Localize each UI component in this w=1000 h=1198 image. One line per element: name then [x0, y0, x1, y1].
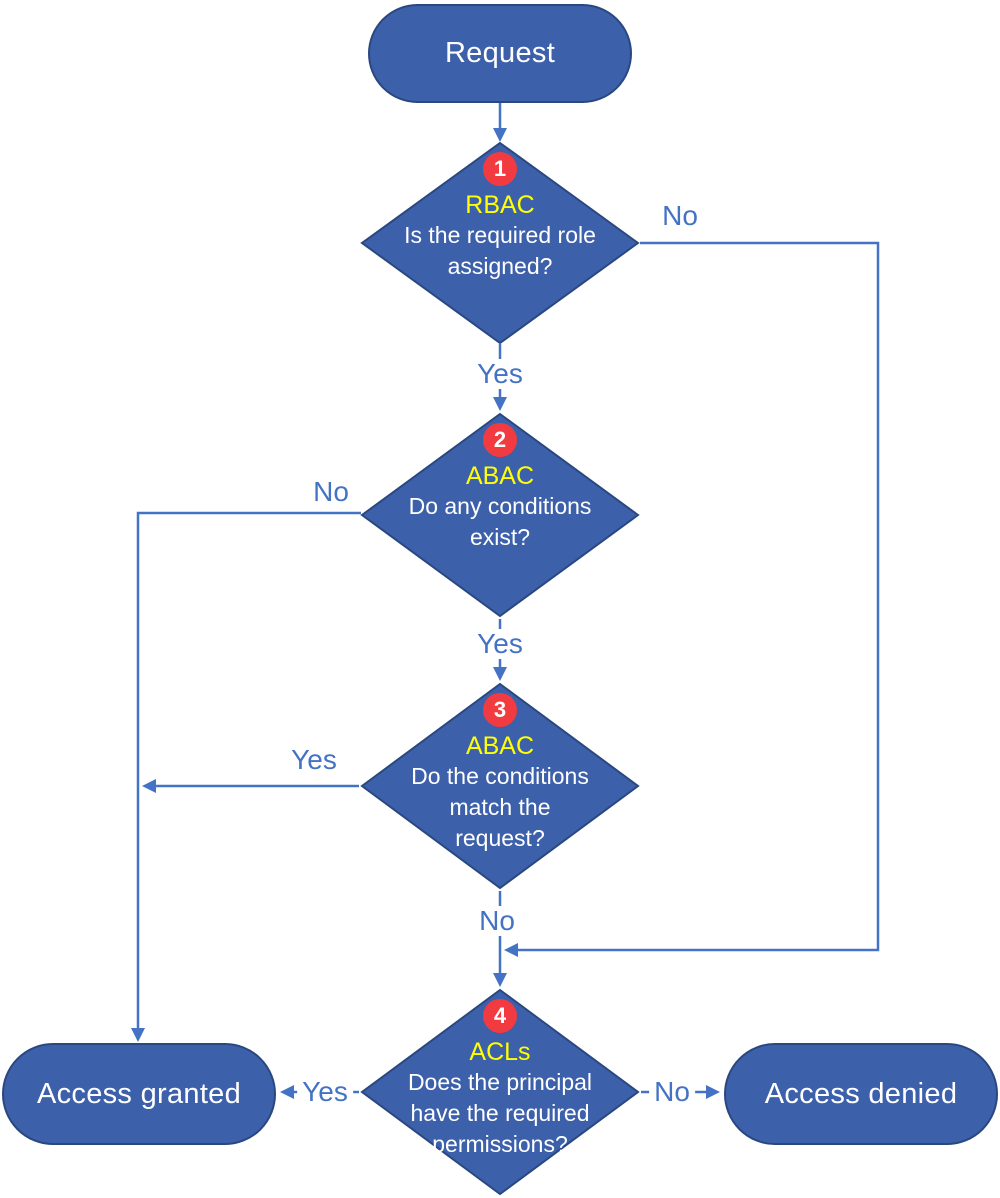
arrowhead-down-step3 — [493, 667, 507, 681]
question-text-step4: Does the principal have the required per… — [407, 1069, 593, 1157]
diamond-shape — [360, 682, 640, 890]
diamond-shape — [360, 988, 640, 1196]
model-label-abac2: ABAC — [465, 732, 535, 760]
step-number-badge-1: 1 — [483, 152, 517, 186]
edge-label-step4-no: No — [649, 1077, 695, 1107]
node-access-denied: Access denied — [724, 1043, 998, 1145]
arrowhead-down-step4 — [493, 973, 507, 987]
edge-step2-no — [136, 511, 361, 1028]
node-access-granted-label: Access granted — [36, 1077, 242, 1110]
arrowhead-down-granted — [131, 1028, 145, 1042]
node-step1-rbac: 1 RBAC Is the required role assigned? — [360, 141, 640, 345]
diamond-shape — [360, 141, 640, 345]
arrowhead-down-step2 — [493, 397, 507, 411]
edge-label-step3-no: No — [474, 906, 520, 936]
node-step3-abac: 3 ABAC Do the conditions match the reque… — [360, 682, 640, 890]
edge-step1-no — [518, 241, 880, 952]
model-label-rbac: RBAC — [465, 191, 535, 219]
step-number-badge-4: 4 — [483, 999, 517, 1033]
arrowhead-left-merge — [504, 943, 518, 957]
diamond-shape — [360, 412, 640, 618]
step-number-badge-3: 3 — [483, 693, 517, 727]
arrowhead-down-step1 — [493, 128, 507, 142]
node-request-label: Request — [444, 37, 556, 69]
node-request: Request — [368, 4, 632, 103]
model-label-abac: ABAC — [465, 462, 535, 490]
node-step2-abac: 2 ABAC Do any conditions exist? — [360, 412, 640, 618]
edge-label-step2-yes: Yes — [472, 629, 528, 659]
edge-label-step2-no: No — [313, 476, 349, 507]
question-text-step1: Is the required role assigned? — [404, 222, 596, 279]
question-text-step3: Do the conditions match the request? — [411, 763, 589, 851]
step-number-badge-2: 2 — [483, 423, 517, 457]
arrowhead-right-denied — [706, 1085, 720, 1099]
node-step4-acls: 4 ACLs Does the principal have the requi… — [360, 988, 640, 1196]
model-label-acls: ACLs — [469, 1038, 531, 1066]
node-access-denied-label: Access denied — [764, 1077, 958, 1110]
edge-label-step3-yes: Yes — [291, 744, 337, 775]
edge-label-step4-yes: Yes — [297, 1077, 353, 1107]
arrowhead-left-step3yes — [142, 779, 156, 793]
question-text-step2: Do any conditions exist? — [408, 493, 592, 550]
edge-label-step1-no: No — [662, 200, 698, 231]
node-access-granted: Access granted — [2, 1043, 276, 1145]
edge-label-step1-yes: Yes — [472, 359, 528, 389]
arrowhead-left-granted — [280, 1085, 294, 1099]
